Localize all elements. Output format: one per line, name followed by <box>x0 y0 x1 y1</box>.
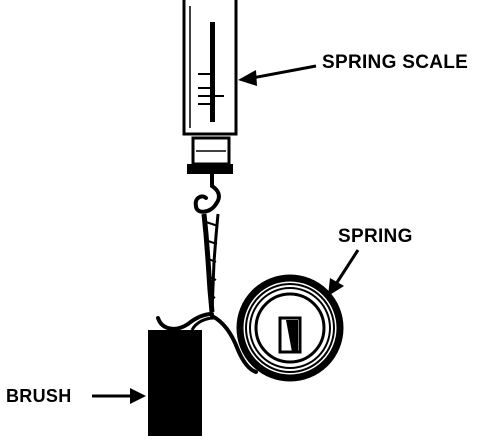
scale-graduations <box>198 73 224 105</box>
spring-scale <box>182 0 238 214</box>
label-brush: BRUSH <box>6 386 72 406</box>
brush <box>148 312 215 436</box>
spring-arm <box>210 314 258 374</box>
arrow-brush <box>92 388 146 404</box>
scale-tube <box>182 0 238 136</box>
arrow-spring <box>328 249 360 296</box>
connecting-loop <box>201 213 220 313</box>
label-spring: SPRING <box>338 226 413 247</box>
spring-coil <box>210 274 344 382</box>
scale-indicator-rod <box>210 22 215 122</box>
scale-hook <box>193 172 221 214</box>
spring-inner-ring <box>254 292 326 364</box>
scale-end-cap <box>187 164 233 174</box>
brush-body <box>148 330 202 436</box>
spring-outer-ring <box>236 274 344 382</box>
brush-lead-wire <box>156 312 214 331</box>
arrow-spring-scale <box>238 64 317 86</box>
label-spring-scale: SPRING SCALE <box>322 52 469 73</box>
spring-hub <box>278 316 302 354</box>
